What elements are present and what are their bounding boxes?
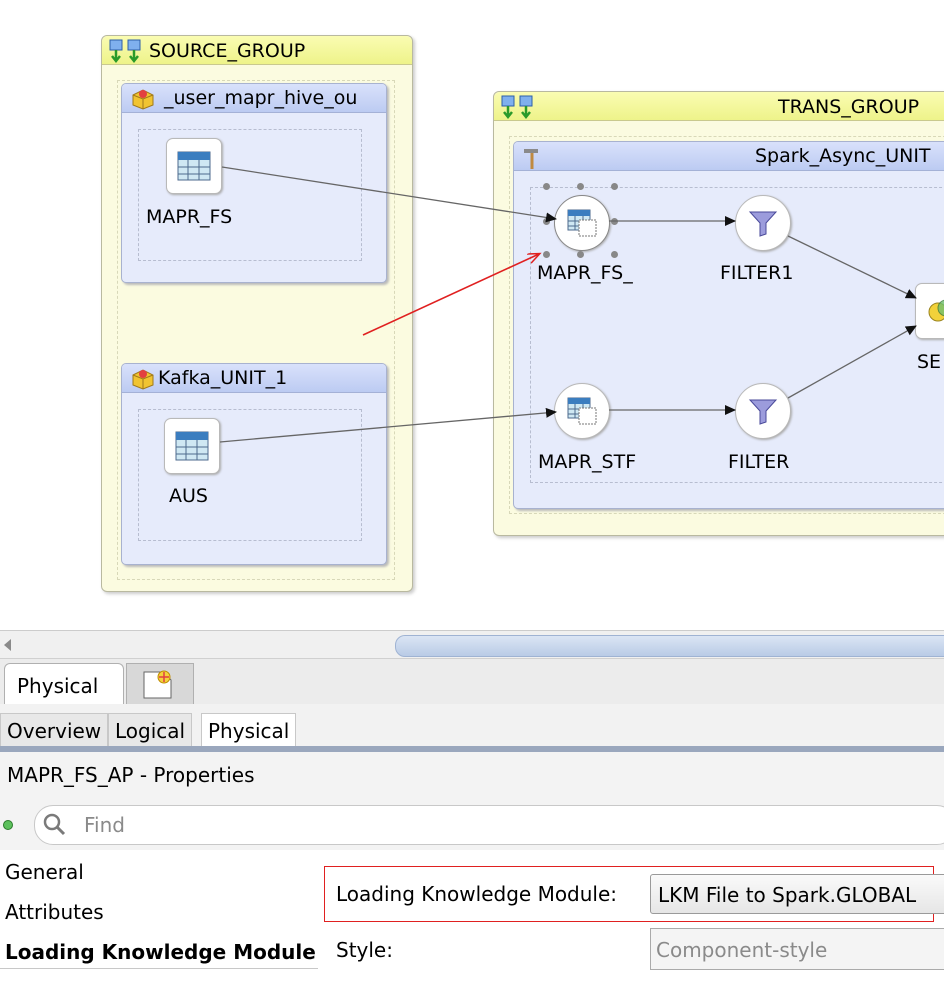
spark-async-unit-header[interactable]: Spark_Async_UNIT bbox=[514, 142, 944, 171]
editor-tab-underline bbox=[0, 746, 944, 752]
new-physical-design-tab[interactable] bbox=[126, 663, 194, 704]
search-icon bbox=[43, 813, 66, 836]
filter-funnel-icon bbox=[748, 211, 778, 237]
deployment-unit-icon bbox=[132, 369, 154, 390]
source-group-title: SOURCE_GROUP bbox=[149, 40, 306, 62]
mapr-fs-datastore-node[interactable] bbox=[166, 138, 222, 194]
mapping-diagram-canvas[interactable]: SOURCE_GROUP _user_mapr_hive_ou bbox=[0, 0, 944, 630]
tab-logical[interactable]: Logical bbox=[108, 713, 193, 749]
properties-title: MAPR_FS_AP - Properties bbox=[7, 763, 255, 787]
trans-group-body bbox=[509, 136, 944, 514]
datastore-table-icon bbox=[175, 431, 209, 461]
set-label: SE bbox=[917, 351, 942, 373]
properties-nav: General Attributes Loading Knowledge Mod… bbox=[0, 850, 319, 984]
source-group-header[interactable]: SOURCE_GROUP bbox=[102, 36, 412, 65]
mapr-fs-node-label: MAPR_FS bbox=[146, 206, 233, 228]
filter1-label: FILTER1 bbox=[720, 262, 794, 284]
filter-label: FILTER bbox=[728, 451, 790, 473]
scroll-left-arrow-icon[interactable] bbox=[2, 638, 14, 652]
status-dot-icon bbox=[3, 820, 13, 830]
source-group[interactable]: SOURCE_GROUP _user_mapr_hive_ou bbox=[101, 35, 413, 592]
filter-node[interactable] bbox=[735, 383, 791, 439]
annotation-red-arrow bbox=[362, 254, 539, 336]
access-point-icon bbox=[567, 209, 597, 237]
filter-funnel-icon bbox=[748, 399, 778, 425]
connector-mapr-fs-to-ap[interactable] bbox=[221, 166, 557, 223]
mapr-fs-ap-label: MAPR_FS_ bbox=[537, 262, 633, 284]
access-point-icon bbox=[567, 397, 597, 425]
set-node[interactable] bbox=[915, 283, 944, 339]
editor-tab-bar: Overview Logical Physical bbox=[0, 704, 944, 752]
trans-group-title: TRANS_GROUP bbox=[778, 96, 920, 118]
scrollbar-thumb[interactable] bbox=[395, 635, 944, 657]
style-field[interactable]: Component-style bbox=[650, 928, 944, 970]
datastore-table-icon bbox=[177, 151, 211, 181]
selection-handle[interactable] bbox=[611, 251, 618, 258]
tab-physical[interactable]: Physical bbox=[201, 713, 297, 749]
nav-attributes[interactable]: Attributes bbox=[5, 900, 104, 924]
tab-physical-diagram-label: Physical bbox=[17, 674, 99, 698]
selection-handle[interactable] bbox=[543, 251, 550, 258]
new-document-icon bbox=[143, 670, 172, 699]
selection-handle[interactable] bbox=[543, 183, 550, 190]
trans-group-header[interactable]: TRANS_GROUP bbox=[494, 92, 944, 121]
mapr-fs-ap-node[interactable] bbox=[554, 195, 610, 251]
source-unit-hive-title: _user_mapr_hive_ou bbox=[164, 87, 358, 109]
nav-divider bbox=[0, 968, 318, 969]
style-field-value: Component-style bbox=[656, 938, 828, 962]
source-group-body bbox=[117, 80, 395, 580]
tab-physical-diagram[interactable]: Physical bbox=[4, 663, 124, 704]
properties-detail-pane: Loading Knowledge Module: LKM File to Sp… bbox=[318, 850, 944, 984]
spark-async-unit-title: Spark_Async_UNIT bbox=[755, 145, 931, 167]
aus-node-label: AUS bbox=[169, 485, 208, 507]
deployment-unit-icon bbox=[132, 89, 154, 110]
hammer-icon bbox=[524, 149, 538, 169]
connector-filter-to-set[interactable] bbox=[787, 325, 917, 399]
diagram-horizontal-scrollbar[interactable] bbox=[0, 630, 944, 659]
set-component-icon bbox=[928, 299, 944, 322]
source-unit-hive-header[interactable]: _user_mapr_hive_ou bbox=[122, 84, 386, 113]
lkm-select[interactable]: LKM File to Spark.GLOBAL bbox=[650, 874, 944, 914]
find-placeholder: Find bbox=[84, 813, 125, 837]
nav-loading-knowledge-module[interactable]: Loading Knowledge Module bbox=[5, 940, 316, 964]
lkm-label: Loading Knowledge Module: bbox=[336, 882, 618, 906]
mapr-str-ap-label: MAPR_STF bbox=[538, 451, 637, 473]
source-unit-hive[interactable]: _user_mapr_hive_ou MAPR_FS bbox=[121, 83, 387, 283]
spark-async-unit-body bbox=[530, 187, 944, 483]
nav-general[interactable]: General bbox=[5, 860, 84, 884]
source-unit-kafka-header[interactable]: Kafka_UNIT_1 bbox=[122, 364, 386, 393]
selection-handle[interactable] bbox=[577, 251, 584, 258]
properties-header: MAPR_FS_AP - Properties bbox=[0, 752, 944, 800]
selection-handle[interactable] bbox=[611, 183, 618, 190]
diagram-tab-bar: Physical bbox=[0, 658, 944, 705]
source-unit-kafka-body bbox=[138, 409, 362, 541]
filter1-node[interactable] bbox=[735, 195, 791, 251]
execution-group-icon bbox=[109, 39, 141, 64]
lkm-select-value: LKM File to Spark.GLOBAL bbox=[658, 883, 917, 907]
connector-filter1-to-set[interactable] bbox=[787, 235, 917, 299]
connector-aus-to-str[interactable] bbox=[219, 407, 557, 443]
style-label: Style: bbox=[336, 938, 393, 962]
selection-handle[interactable] bbox=[577, 183, 584, 190]
aus-datastore-node[interactable] bbox=[164, 418, 220, 474]
source-unit-kafka-title: Kafka_UNIT_1 bbox=[158, 367, 288, 389]
tab-overview[interactable]: Overview bbox=[0, 713, 109, 749]
properties-search-bar: Find bbox=[0, 800, 944, 850]
execution-group-icon bbox=[501, 95, 533, 120]
source-unit-hive-body bbox=[138, 129, 362, 261]
connector-layer bbox=[219, 166, 917, 443]
source-unit-kafka[interactable]: Kafka_UNIT_1 AUS bbox=[121, 363, 387, 565]
find-input[interactable]: Find bbox=[34, 805, 944, 845]
